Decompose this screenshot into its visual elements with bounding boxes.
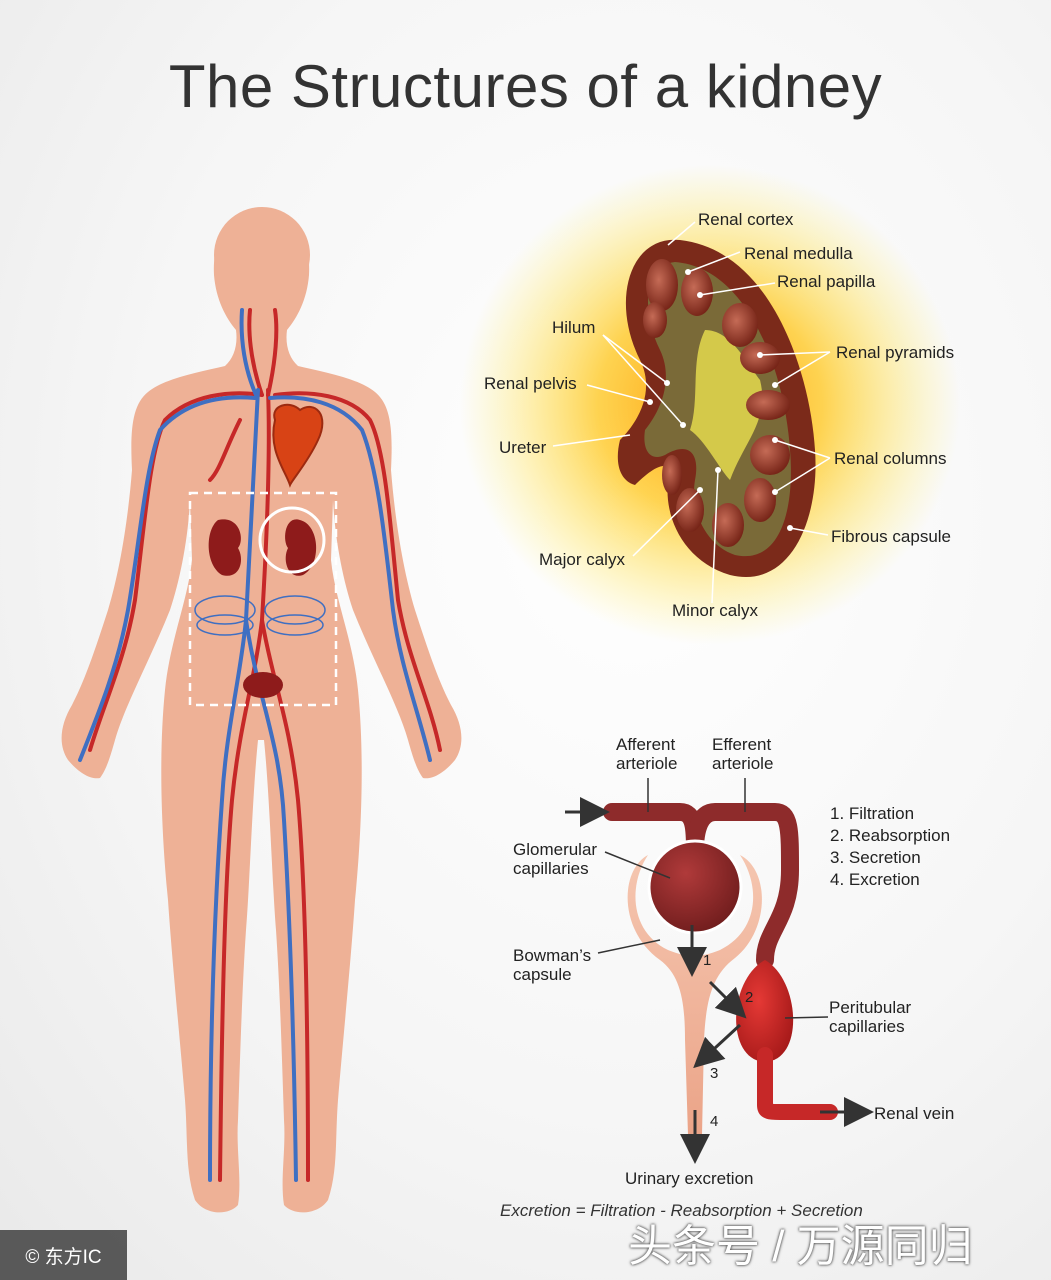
- label-hilum: Hilum: [552, 318, 596, 337]
- nephron-diagram: [565, 778, 874, 1164]
- label-renal-columns: Renal columns: [834, 449, 947, 468]
- label-major-calyx: Major calyx: [539, 550, 625, 569]
- intestines: [194, 595, 326, 636]
- kidney-right: [285, 519, 317, 576]
- human-body: [61, 207, 462, 1213]
- bowmans-capsule-shape: [627, 855, 762, 1135]
- flow-arrows: [565, 797, 874, 1164]
- head: [214, 207, 310, 303]
- label-ureter: Ureter: [499, 438, 547, 457]
- kidney-highlight-circle: [258, 506, 326, 574]
- bladder: [243, 672, 283, 698]
- label-renal-medulla: Renal medulla: [744, 244, 853, 263]
- label-fibrous-capsule: Fibrous capsule: [831, 527, 952, 546]
- renal-pyramids: [643, 259, 790, 547]
- step-reabsorption: 2. Reabsorption: [830, 826, 951, 845]
- glomerulus: [647, 839, 743, 935]
- label-glomerular-capillaries: Glomerular capillaries: [513, 840, 598, 878]
- step-number-4: 4: [710, 1113, 719, 1130]
- label-renal-cortex: Renal cortex: [698, 210, 794, 229]
- step-secretion: 3. Secretion: [830, 848, 921, 867]
- step-number-1: 1: [703, 952, 712, 969]
- label-minor-calyx: Minor calyx: [672, 601, 758, 620]
- label-peritubular-capillaries: Peritubular capillaries: [829, 998, 912, 1036]
- source-badge: © 东方IC: [0, 1230, 127, 1280]
- page-title: The Structures of a kidney: [168, 53, 883, 120]
- label-afferent-arteriole: Afferent arteriole: [616, 735, 678, 773]
- heart: [272, 403, 324, 488]
- watermark-text: 头条号 / 万源同归: [628, 1222, 973, 1271]
- label-efferent-arteriole: Efferent arteriole: [712, 735, 774, 773]
- kidney-left: [208, 519, 242, 576]
- excretion-formula: Excretion = Filtration - Reabsorption + …: [500, 1201, 863, 1220]
- label-renal-pelvis: Renal pelvis: [484, 374, 577, 393]
- peritubular-capillaries-shape: [736, 960, 794, 1062]
- label-urinary-excretion: Urinary excretion: [625, 1169, 754, 1188]
- label-renal-vein: Renal vein: [874, 1104, 955, 1123]
- kidney-cross-section: [460, 165, 960, 645]
- step-excretion: 4. Excretion: [830, 870, 920, 889]
- step-filtration: 1. Filtration: [830, 804, 915, 823]
- body-silhouette: [61, 210, 462, 1213]
- kidney-leader-lines: [552, 221, 831, 604]
- leader-dots: [647, 269, 793, 531]
- nephron-leader-lines: [597, 778, 829, 1019]
- label-renal-papilla: Renal papilla: [777, 272, 876, 291]
- label-bowmans-capsule: Bowman’s capsule: [513, 946, 592, 984]
- step-number-3: 3: [710, 1065, 719, 1082]
- label-renal-pyramids: Renal pyramids: [836, 343, 955, 362]
- dashed-focus-box: [188, 491, 338, 707]
- step-number-2: 2: [745, 989, 754, 1006]
